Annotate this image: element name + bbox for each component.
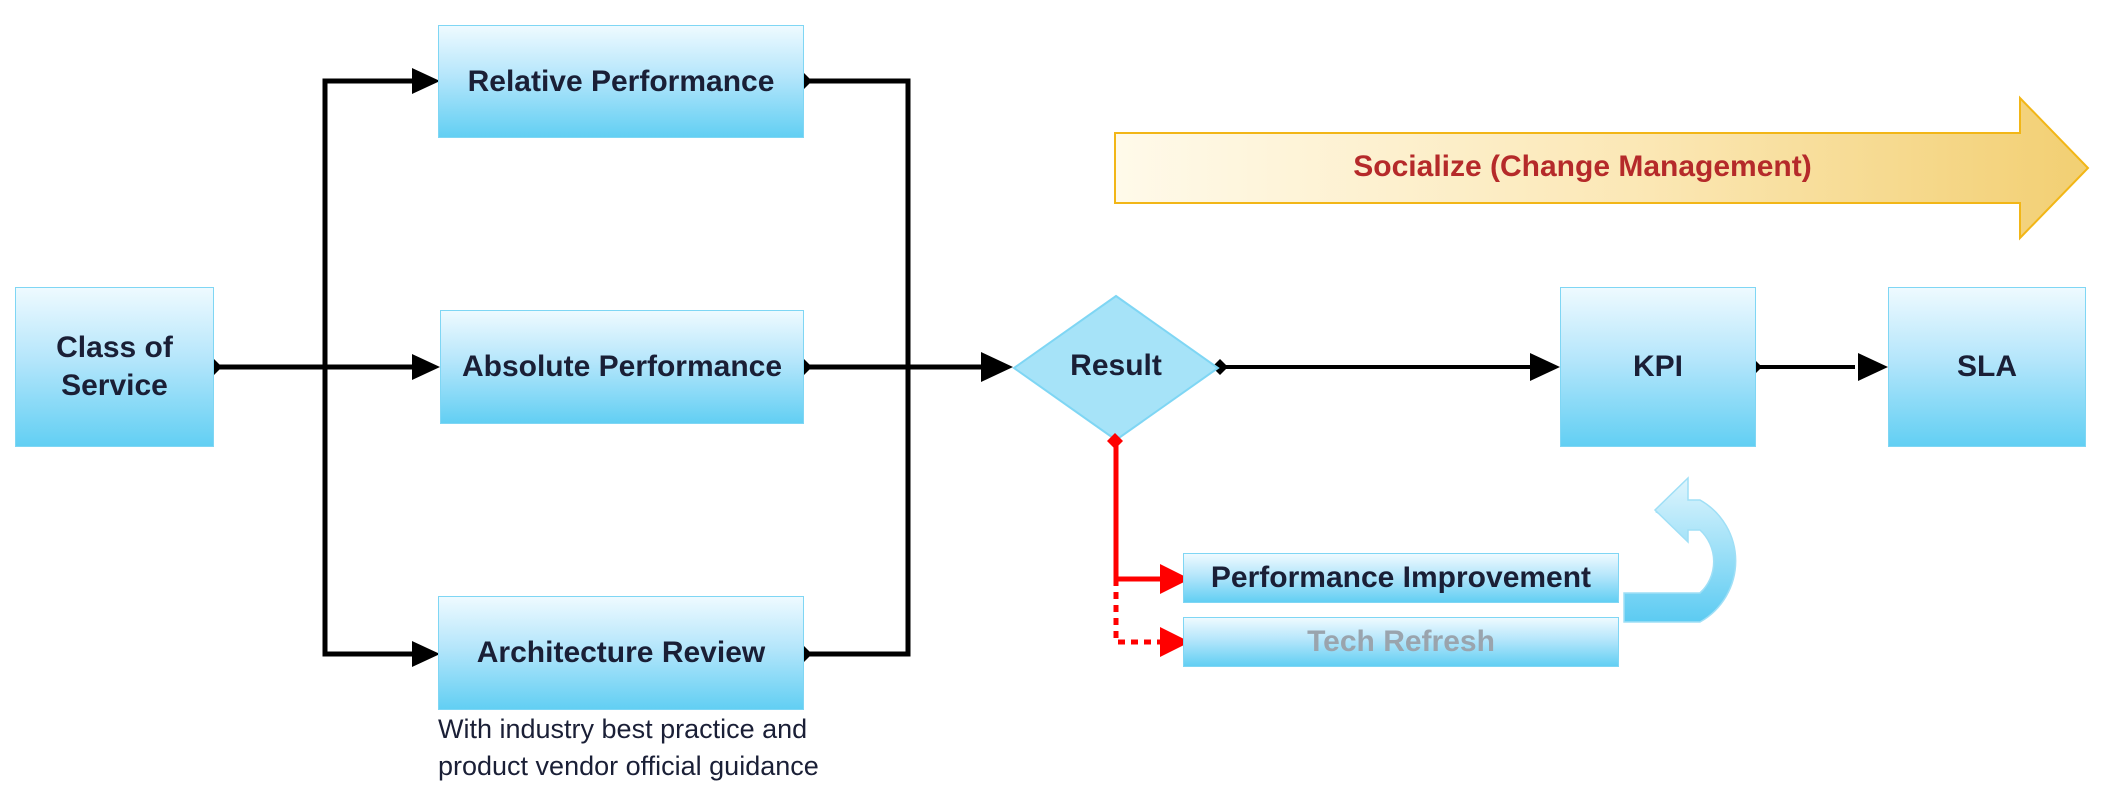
note-line-1: With industry best practice and [438,714,808,744]
architecture-review-note: With industry best practice and product … [438,711,819,785]
sla-box: SLA [1888,287,2086,447]
note-line-2: product vendor official guidance [438,751,819,781]
socialize-label: Socialize (Change Management) [1353,150,1812,183]
feedback-arrowheads [1107,433,1190,657]
fanin-connectors [804,78,990,657]
u-turn-arrow-icon [1623,476,1737,623]
socialize-banner-arrow [1114,95,2090,241]
absolute-performance-box: Absolute Performance [440,310,804,424]
feedback-connectors [1113,441,1160,645]
architecture-review-box: Architecture Review [438,596,804,710]
architecture-review-label: Architecture Review [476,636,766,669]
tech-refresh-box: Tech Refresh [1183,617,1619,667]
performance-improvement-label: Performance Improvement [1210,561,1592,594]
performance-improvement-box: Performance Improvement [1183,553,1619,603]
sla-label: SLA [1957,350,2017,383]
tech-refresh-label: Tech Refresh [1307,625,1495,658]
arrowheads [412,68,1888,667]
class-of-service-label: Class of Service [56,331,173,402]
fanout-connectors [214,78,425,657]
relative-performance-label: Relative Performance [467,64,775,98]
kpi-label: KPI [1632,350,1683,383]
result-label: Result [1070,349,1162,382]
class-of-service-box: Class of Service [15,287,214,447]
kpi-box: KPI [1560,287,1756,447]
absolute-performance-label: Absolute Performance [461,350,783,383]
relative-performance-box: Relative Performance [438,25,804,138]
